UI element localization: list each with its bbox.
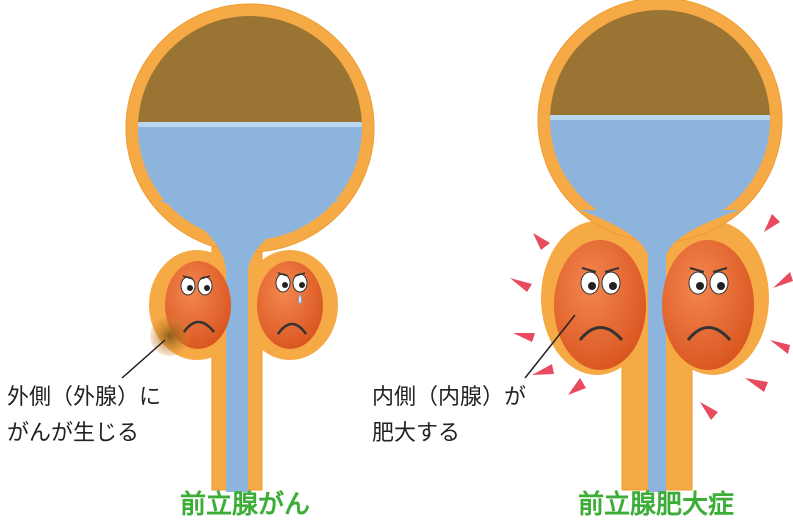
right-illustration xyxy=(510,0,793,492)
right-inner-gland-left xyxy=(554,240,646,370)
left-urethra xyxy=(226,220,248,492)
right-annotation-line1: 内側（内腺）が xyxy=(372,385,527,410)
right-annotation-line2: 肥大する xyxy=(372,421,461,446)
left-caption: 前立腺がん xyxy=(180,490,311,520)
left-pointer-line xyxy=(121,339,166,379)
right-bladder-air xyxy=(550,10,770,118)
left-annotation: 外側（外腺）に がんが生じる xyxy=(7,380,161,452)
right-inner-gland-right xyxy=(662,240,754,370)
tumor-spot xyxy=(150,316,190,356)
left-outer-gland-right xyxy=(257,261,323,349)
right-gland-face-crying xyxy=(275,272,308,335)
left-annotation-line2: がんが生じる xyxy=(7,421,140,446)
left-annotation-line1: 外側（外腺）に xyxy=(7,385,162,410)
left-bladder-air xyxy=(138,16,362,125)
right-caption: 前立腺肥大症 xyxy=(578,490,735,520)
right-urethra xyxy=(648,220,666,492)
swelling-burst-marks xyxy=(510,214,793,420)
left-illustration xyxy=(121,3,375,492)
left-bladder-neck xyxy=(160,200,340,270)
right-right-gland-face xyxy=(686,267,732,342)
right-annotation: 内側（内腺）が 肥大する xyxy=(372,380,526,452)
right-pointer-line xyxy=(524,314,576,379)
left-gland-face xyxy=(180,275,215,333)
right-left-gland-face xyxy=(578,267,624,342)
